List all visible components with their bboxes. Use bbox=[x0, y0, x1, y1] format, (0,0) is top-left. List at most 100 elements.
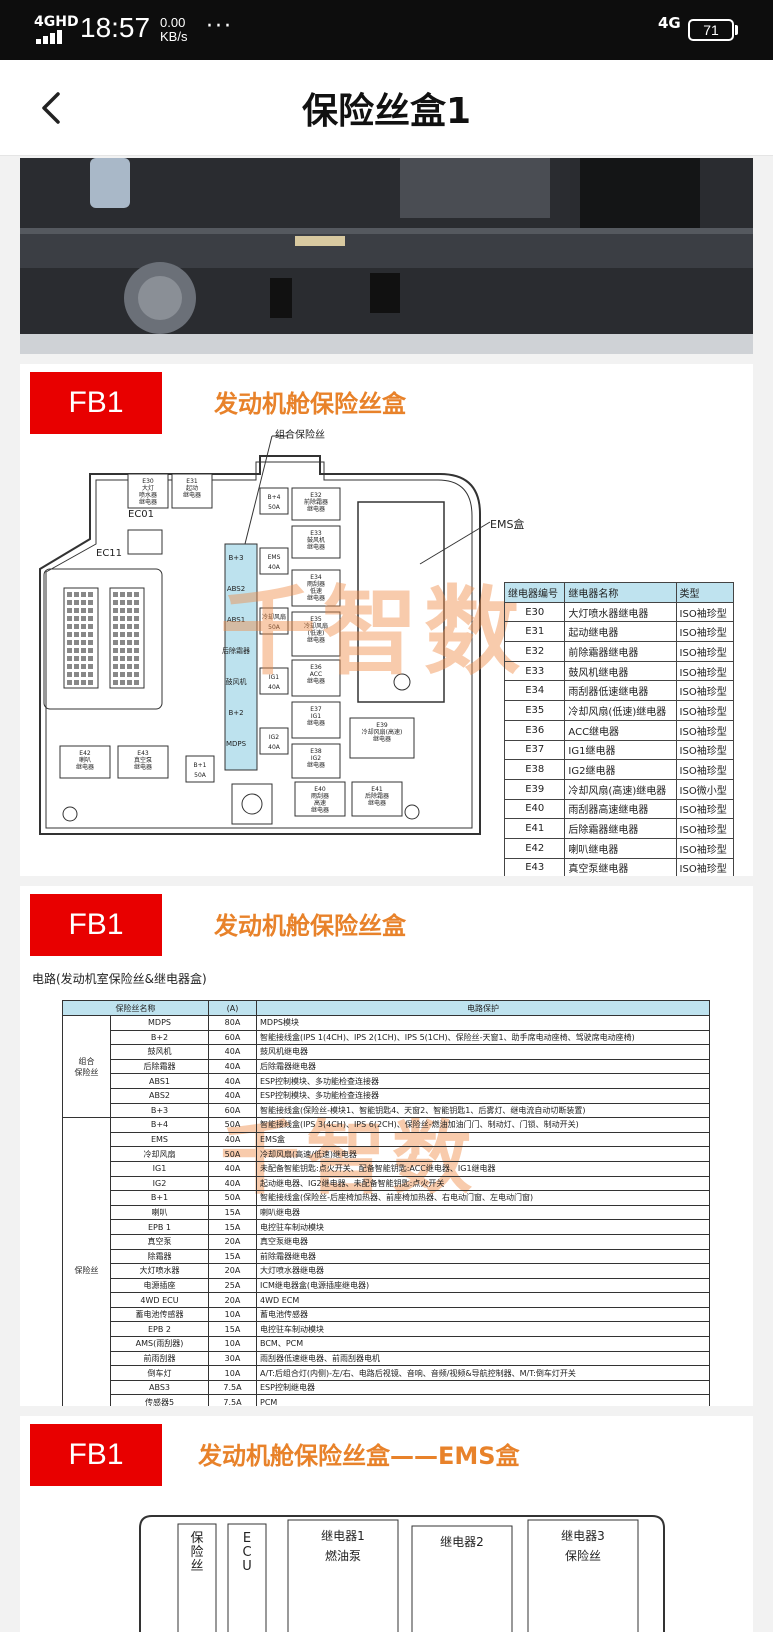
fuse-label: EMS bbox=[268, 554, 281, 561]
table-cell: E43 bbox=[503, 857, 566, 876]
table-cell: 15A bbox=[208, 1204, 257, 1221]
connector-pin bbox=[120, 680, 125, 685]
connector-pin bbox=[134, 656, 139, 661]
ems-compartment bbox=[527, 1519, 639, 1632]
table-cell: ISO微小型 bbox=[675, 778, 735, 800]
table-cell: 喇叭 bbox=[110, 1204, 209, 1221]
table-cell: B+2 bbox=[110, 1029, 209, 1046]
table-cell: 电控驻车制动模块 bbox=[256, 1321, 710, 1338]
connector-pin bbox=[81, 632, 86, 637]
connector-pin bbox=[74, 600, 79, 605]
section-title: 发动机舱保险丝盒 bbox=[214, 912, 406, 940]
table-cell: IG2 bbox=[110, 1175, 209, 1192]
connector-pin bbox=[88, 672, 93, 677]
relay-table-header: 继电器名称 bbox=[564, 582, 677, 603]
connector-pin bbox=[113, 592, 118, 597]
table-cell: AMS(雨刮器) bbox=[110, 1336, 209, 1352]
connector-pin bbox=[67, 632, 72, 637]
connector-pin bbox=[134, 672, 139, 677]
table-cell: IG2继电器 bbox=[564, 759, 677, 780]
connector-pin bbox=[113, 624, 118, 629]
connector-pin bbox=[74, 672, 79, 677]
back-arrow-icon[interactable] bbox=[34, 88, 74, 128]
combo-fuse-label: 后除霜器 bbox=[222, 646, 250, 655]
ems-compartment bbox=[411, 1525, 513, 1632]
connector-pin bbox=[127, 624, 132, 629]
connector-pin bbox=[81, 664, 86, 669]
connector-ec01 bbox=[127, 529, 163, 555]
fuse-amp: 40A bbox=[268, 744, 281, 751]
table-cell: 7.5A bbox=[208, 1394, 257, 1406]
table-cell: PCM bbox=[256, 1394, 710, 1406]
connector-pin bbox=[127, 608, 132, 613]
connector-pin bbox=[81, 624, 86, 629]
connector-pin bbox=[81, 680, 86, 685]
fuse-box bbox=[259, 487, 289, 515]
table-cell: E40 bbox=[503, 798, 566, 820]
fuse-group-cell: 保险丝 bbox=[62, 1117, 111, 1406]
section-title: 发动机舱保险丝盒——EMS盒 bbox=[198, 1442, 520, 1470]
table-cell: E39 bbox=[503, 778, 566, 800]
fuse-label: IG2 bbox=[269, 734, 279, 741]
table-cell: 鼓风机继电器 bbox=[564, 660, 677, 682]
table-cell: 智能接线盒(保险丝-后座椅加热器、前座椅加热器、右电动门窗、左电动门窗) bbox=[256, 1190, 710, 1206]
table-cell: 40A bbox=[208, 1160, 257, 1177]
table-cell: 30A bbox=[208, 1350, 257, 1367]
table-cell: 后除霜器 bbox=[110, 1058, 209, 1075]
connector-pin bbox=[88, 592, 93, 597]
connector-pin bbox=[88, 664, 93, 669]
table-cell: 真空泵 bbox=[110, 1233, 209, 1250]
connector-pin bbox=[74, 680, 79, 685]
connector-pin bbox=[134, 640, 139, 645]
fuse-amp: 40A bbox=[268, 684, 281, 691]
table-cell: 20A bbox=[208, 1263, 257, 1279]
table-cell: IG1 bbox=[110, 1160, 209, 1177]
table-cell: EPB 1 bbox=[110, 1219, 209, 1235]
connector-pin bbox=[67, 664, 72, 669]
table-cell: 10A bbox=[208, 1306, 257, 1323]
fuse-table-header: 电路保护 bbox=[256, 1000, 710, 1016]
table-cell: ISO袖珍型 bbox=[675, 759, 735, 780]
connector-pin bbox=[67, 608, 72, 613]
table-cell: E42 bbox=[503, 837, 566, 859]
relay-box bbox=[59, 745, 111, 779]
connector-pin bbox=[88, 656, 93, 661]
table-cell: 电源插座 bbox=[110, 1277, 209, 1294]
table-cell: ISO袖珍型 bbox=[675, 857, 735, 876]
connector-pin bbox=[74, 616, 79, 621]
table-cell: ABS1 bbox=[110, 1073, 209, 1089]
table-cell: EMS bbox=[110, 1131, 209, 1148]
ems-sublabel: 燃油泵 bbox=[325, 1548, 361, 1563]
connector-pin bbox=[74, 640, 79, 645]
ems-label: 继电器2 bbox=[440, 1535, 484, 1549]
table-cell: 25A bbox=[208, 1277, 257, 1294]
connector-pin bbox=[74, 592, 79, 597]
table-cell: 倒车灯 bbox=[110, 1365, 209, 1381]
section-fuse-table: FB1 发动机舱保险丝盒 电路(发动机室保险丝&继电器盒) 千智数 保险丝名称(… bbox=[20, 886, 753, 1406]
label-ems-box: EMS盒 bbox=[490, 518, 525, 531]
connector-pin bbox=[81, 640, 86, 645]
connector-pin bbox=[127, 680, 132, 685]
connector-pin bbox=[134, 624, 139, 629]
table-cell: 后除霜器继电器 bbox=[564, 818, 677, 839]
table-cell: 冷却风扇(高速/低速)继电器 bbox=[256, 1146, 710, 1162]
battery-icon: 71 bbox=[688, 19, 734, 41]
table-cell: 4WD ECM bbox=[256, 1292, 710, 1308]
connector-pin bbox=[88, 600, 93, 605]
